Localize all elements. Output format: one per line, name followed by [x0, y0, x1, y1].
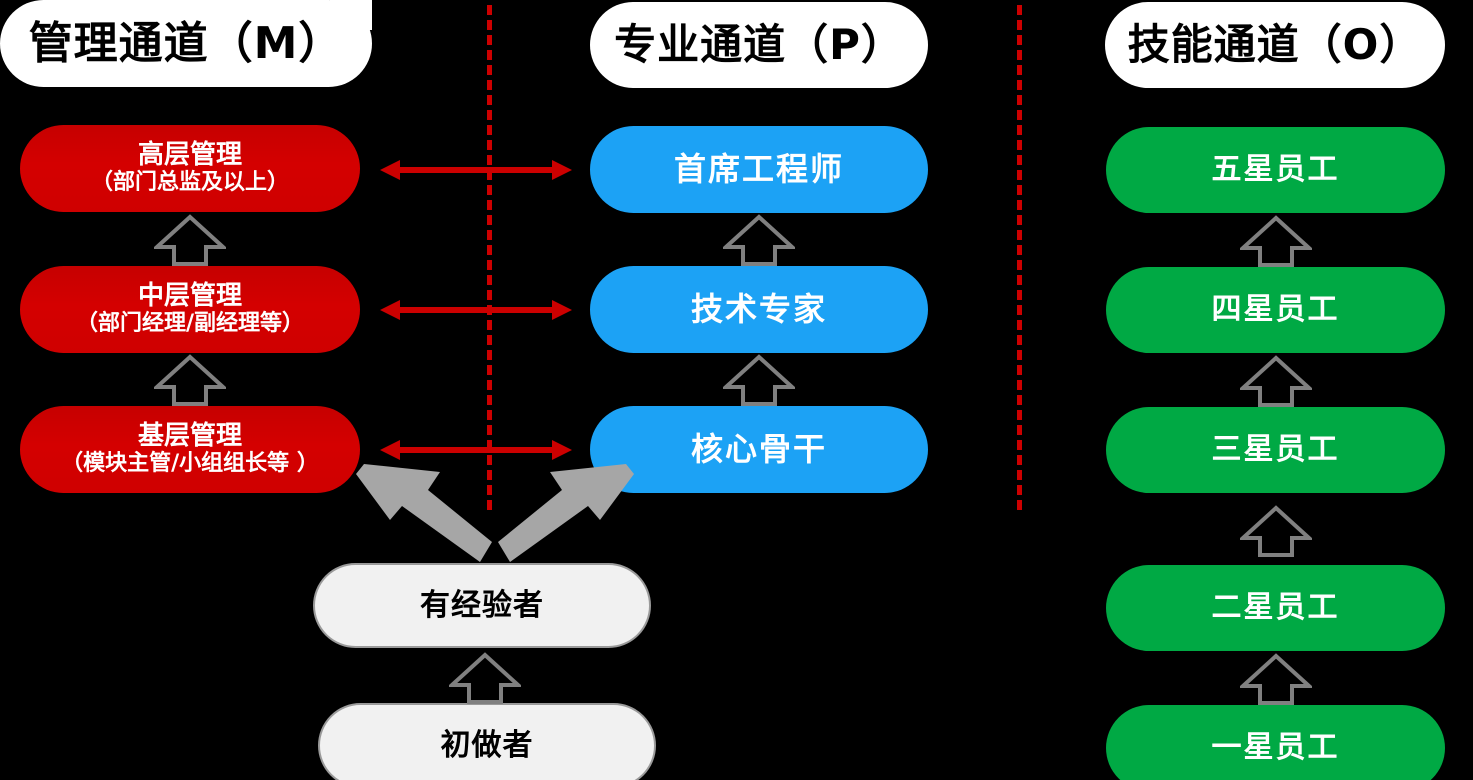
divider-m-p [487, 5, 492, 510]
level-title: 基层管理 [137, 420, 242, 451]
level-box-skill-3star[interactable]: 三星员工 [1106, 407, 1445, 493]
level-box-skill-2star[interactable]: 二星员工 [1106, 565, 1445, 651]
level-title: 四星员工 [1211, 292, 1340, 328]
entry-box-experienced[interactable]: 有经验者 [313, 563, 651, 648]
level-box-skill-1star[interactable]: 一星员工 [1106, 705, 1445, 780]
header-pill-notch [330, 0, 372, 30]
level-title: 高层管理 [137, 139, 242, 170]
header-label-professional: 专业通道（P） [614, 20, 904, 69]
level-box-professional-expert[interactable]: 技术专家 [590, 266, 928, 353]
divider-p-o [1017, 5, 1022, 510]
header-pill-skill[interactable]: 技能通道（O） [1105, 2, 1445, 88]
crossover-arrow-3 [380, 440, 572, 460]
entry-box-beginner[interactable]: 初做者 [318, 703, 656, 780]
level-subtitle: （部门总监及以上） [90, 170, 289, 196]
crossover-arrow-2 [380, 300, 572, 320]
header-pill-professional[interactable]: 专业通道（P） [590, 2, 928, 88]
entry-title: 有经验者 [420, 587, 544, 623]
level-box-management-senior[interactable]: 高层管理 （部门总监及以上） [20, 125, 360, 212]
level-title: 中层管理 [137, 280, 242, 311]
level-title: 核心骨干 [690, 429, 827, 468]
level-title: 首席工程师 [673, 149, 844, 188]
promotion-arrow-skill-3 [1240, 505, 1312, 557]
branch-arrow-to-management [356, 464, 492, 562]
promotion-arrow-professional-2 [723, 354, 795, 406]
level-box-professional-chief[interactable]: 首席工程师 [590, 126, 928, 213]
level-title: 技术专家 [690, 289, 827, 328]
crossover-arrow-1 [380, 160, 572, 180]
level-box-skill-5star[interactable]: 五星员工 [1106, 127, 1445, 213]
promotion-arrow-skill-4 [1240, 653, 1312, 705]
level-title: 二星员工 [1211, 590, 1340, 626]
header-label-skill: 技能通道（O） [1127, 20, 1423, 69]
promotion-arrow-skill-1 [1240, 215, 1312, 267]
header-label-management: 管理通道（M） [28, 17, 344, 69]
level-title: 一星员工 [1211, 730, 1340, 766]
promotion-arrow-entry [449, 652, 521, 704]
header-pill-management[interactable]: 管理通道（M） [0, 0, 372, 87]
level-box-management-middle[interactable]: 中层管理 （部门经理/副经理等） [20, 266, 360, 353]
level-box-professional-core[interactable]: 核心骨干 [590, 406, 928, 493]
promotion-arrow-professional-1 [723, 214, 795, 266]
entry-title: 初做者 [440, 727, 534, 763]
promotion-arrow-skill-2 [1240, 355, 1312, 407]
promotion-arrow-management-2 [154, 354, 226, 406]
level-box-management-junior[interactable]: 基层管理 （模块主管/小组组长等 ） [20, 406, 360, 493]
level-subtitle: （部门经理/副经理等） [75, 311, 305, 337]
level-subtitle: （模块主管/小组组长等 ） [61, 451, 319, 477]
branch-arrow-to-professional [498, 464, 634, 562]
level-box-skill-4star[interactable]: 四星员工 [1106, 267, 1445, 353]
promotion-arrow-management-1 [154, 214, 226, 266]
level-title: 五星员工 [1211, 152, 1340, 188]
level-title: 三星员工 [1211, 432, 1340, 468]
